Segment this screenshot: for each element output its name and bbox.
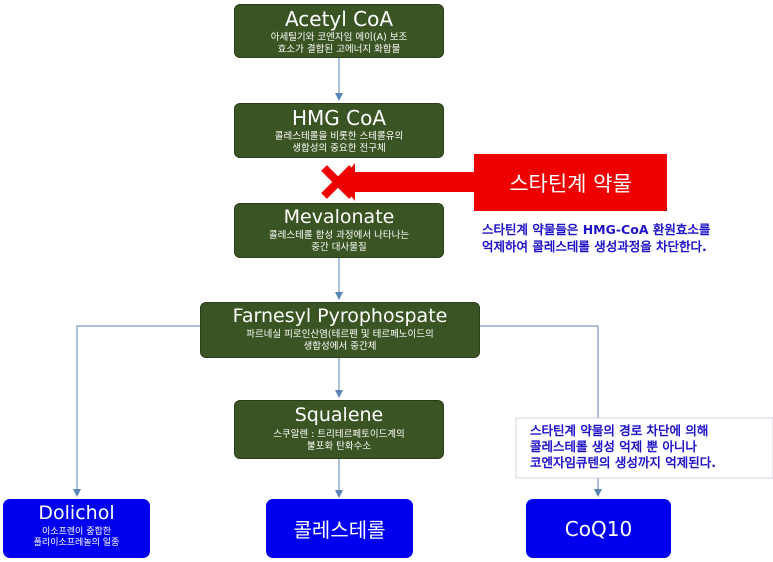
mevalonate-desc-1: 콜레스테롤 합성 과정에서 나타나는 [268, 229, 410, 241]
coq10-node: CoQ10 [526, 499, 671, 558]
statin-mechanism-note: 스타틴계 약물들은 HMG-CoA 환원효소를 억제하여 콜레스테롤 생성과정을… [482, 221, 710, 255]
farnesyl-title: Farnesyl Pyrophospate [232, 305, 448, 327]
farnesyl-desc-2: 생합성에서 중간체 [303, 340, 377, 352]
statin-drug-label: 스타틴계 약물 [509, 171, 632, 196]
coq10-title: CoQ10 [564, 516, 633, 541]
cholesterol-node: 콜레스테롤 [266, 499, 413, 558]
hmg-coa-desc-1: 콜레스테롤을 비롯한 스테롤유의 [274, 131, 404, 142]
red-x-icon [321, 165, 355, 199]
squalene-desc-1: 스쿠알렌 : 트리테르페토이드계의 [273, 428, 405, 440]
arrow-farnesyl-to-dolichol [73, 325, 200, 497]
mevalonate-desc-2: 중간 대사물질 [311, 241, 367, 253]
statin-note-line-2: 억제하여 콜레스테롤 생성과정을 차단한다. [482, 239, 707, 254]
inhibition-arrow [340, 163, 474, 201]
coq10-note: 스타틴계 약물의 경로 차단에 의해 콜레스테롤 생성 억제 뿐 아니나 코엔자… [530, 423, 716, 471]
mevalonate-title: Mevalonate [283, 206, 395, 228]
coq10-note-frame [515, 417, 773, 479]
dolichol-desc-2: 폴리이소프레놀의 일종 [33, 537, 120, 548]
acetyl-coa-node: Acetyl CoA 아세틸기와 코엔자임 에이(A) 보조 효소가 결합된 고… [234, 4, 444, 58]
squalene-desc-2: 불포화 탄화수소 [306, 440, 372, 452]
acetyl-coa-desc-1: 아세틸기와 코엔자임 에이(A) 보조 [270, 32, 408, 43]
farnesyl-desc-1: 파르네실 피로인산염(테르펜 및 테르페노이드의 [246, 328, 434, 340]
dolichol-node: Dolichol 이소프렌이 중합한 폴리이소프레놀의 일종 [3, 499, 150, 558]
coq10-note-line-1: 스타틴계 약물의 경로 차단에 의해 [530, 423, 709, 438]
cholesterol-title: 콜레스테롤 [293, 518, 386, 542]
coq10-note-line-2: 콜레스테롤 생성 억제 뿐 아니나 [530, 439, 697, 454]
dolichol-desc-1: 이소프렌이 중합한 [41, 526, 112, 537]
acetyl-coa-title: Acetyl CoA [284, 7, 394, 31]
farnesyl-node: Farnesyl Pyrophospate 파르네실 피로인산염(테르펜 및 테… [200, 302, 480, 358]
hmg-coa-desc-2: 생합성의 중요한 전구체 [292, 142, 386, 154]
dolichol-title: Dolichol [38, 502, 115, 524]
statin-note-line-1: 스타틴계 약물들은 HMG-CoA 환원효소를 [482, 222, 711, 237]
hmg-coa-node: HMG CoA 콜레스테롤을 비롯한 스테롤유의 생합성의 중요한 전구체 [234, 103, 444, 158]
mevalonate-node: Mevalonate 콜레스테롤 합성 과정에서 나타나는 중간 대사물질 [234, 203, 444, 258]
squalene-node: Squalene 스쿠알렌 : 트리테르페토이드계의 불포화 탄화수소 [234, 400, 444, 459]
statin-drug-box: 스타틴계 약물 [474, 154, 667, 211]
hmg-coa-title: HMG CoA [291, 106, 387, 130]
coq10-note-line-3: 코엔자임큐텐의 생성까지 억제된다. [530, 455, 716, 470]
squalene-title: Squalene [294, 404, 384, 426]
acetyl-coa-desc-2: 효소가 결합된 고에너지 화합물 [277, 43, 401, 55]
